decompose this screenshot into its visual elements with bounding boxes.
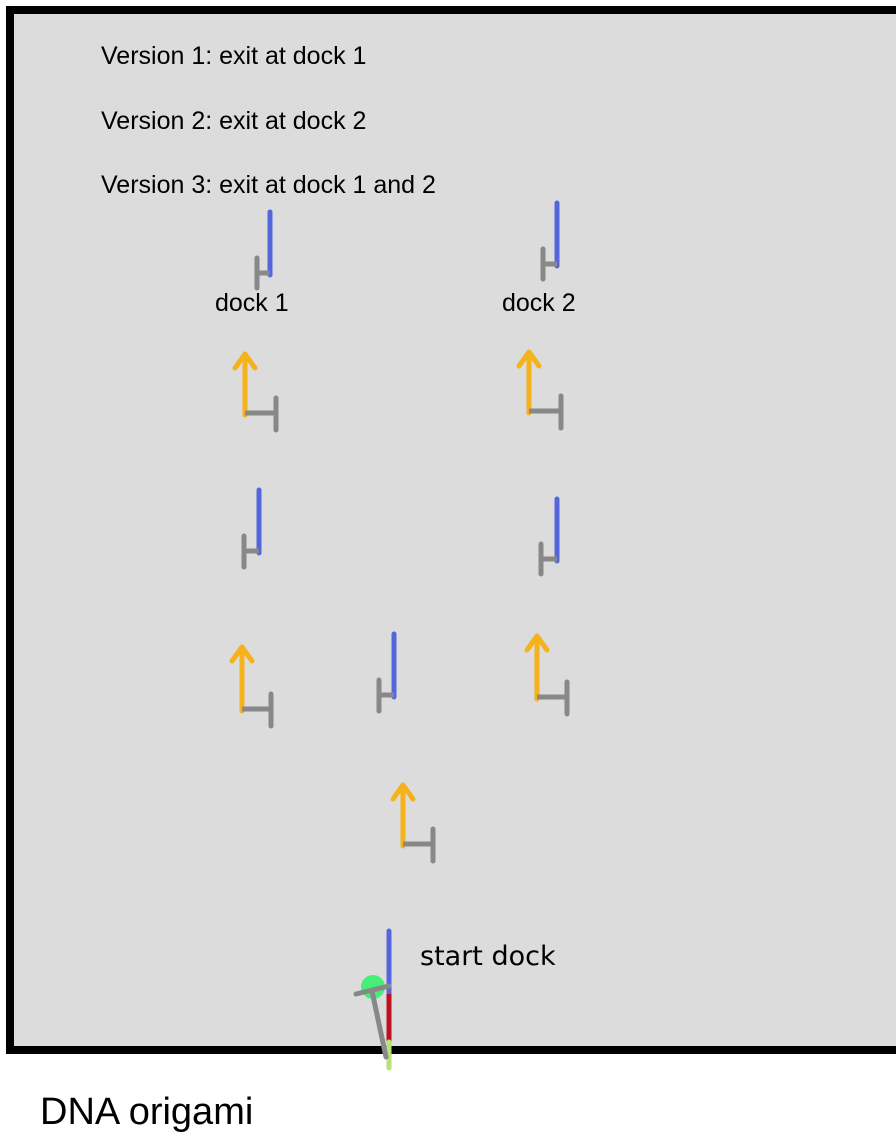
dock-strand-right-middle	[538, 496, 560, 577]
dock-2-label: dock 2	[502, 289, 576, 317]
dock-strand-center-lower	[376, 631, 397, 714]
dock-1-strand	[254, 209, 273, 291]
version-1-text: Version 1: exit at dock 1	[101, 42, 367, 70]
version-2-text: Version 2: exit at dock 2	[101, 107, 367, 135]
dock-2-strand	[540, 200, 560, 282]
start-dock-label: start dock	[420, 941, 556, 972]
arrow-strand-right-upper	[516, 349, 564, 431]
dock-1-label: dock 1	[215, 289, 289, 317]
arrow-strand-left-upper	[232, 351, 279, 433]
arrow-strand-left-lower	[229, 644, 274, 729]
arrow-strand-right-lower	[524, 633, 570, 717]
version-3-text: Version 3: exit at dock 1 and 2	[101, 171, 436, 199]
origami-surface	[6, 6, 896, 1054]
dock-strand-left-middle	[241, 487, 262, 570]
dna-origami-caption: DNA origami	[40, 1091, 254, 1133]
arrow-strand-center-bottom	[390, 782, 436, 864]
walker-molecule	[352, 975, 392, 1060]
